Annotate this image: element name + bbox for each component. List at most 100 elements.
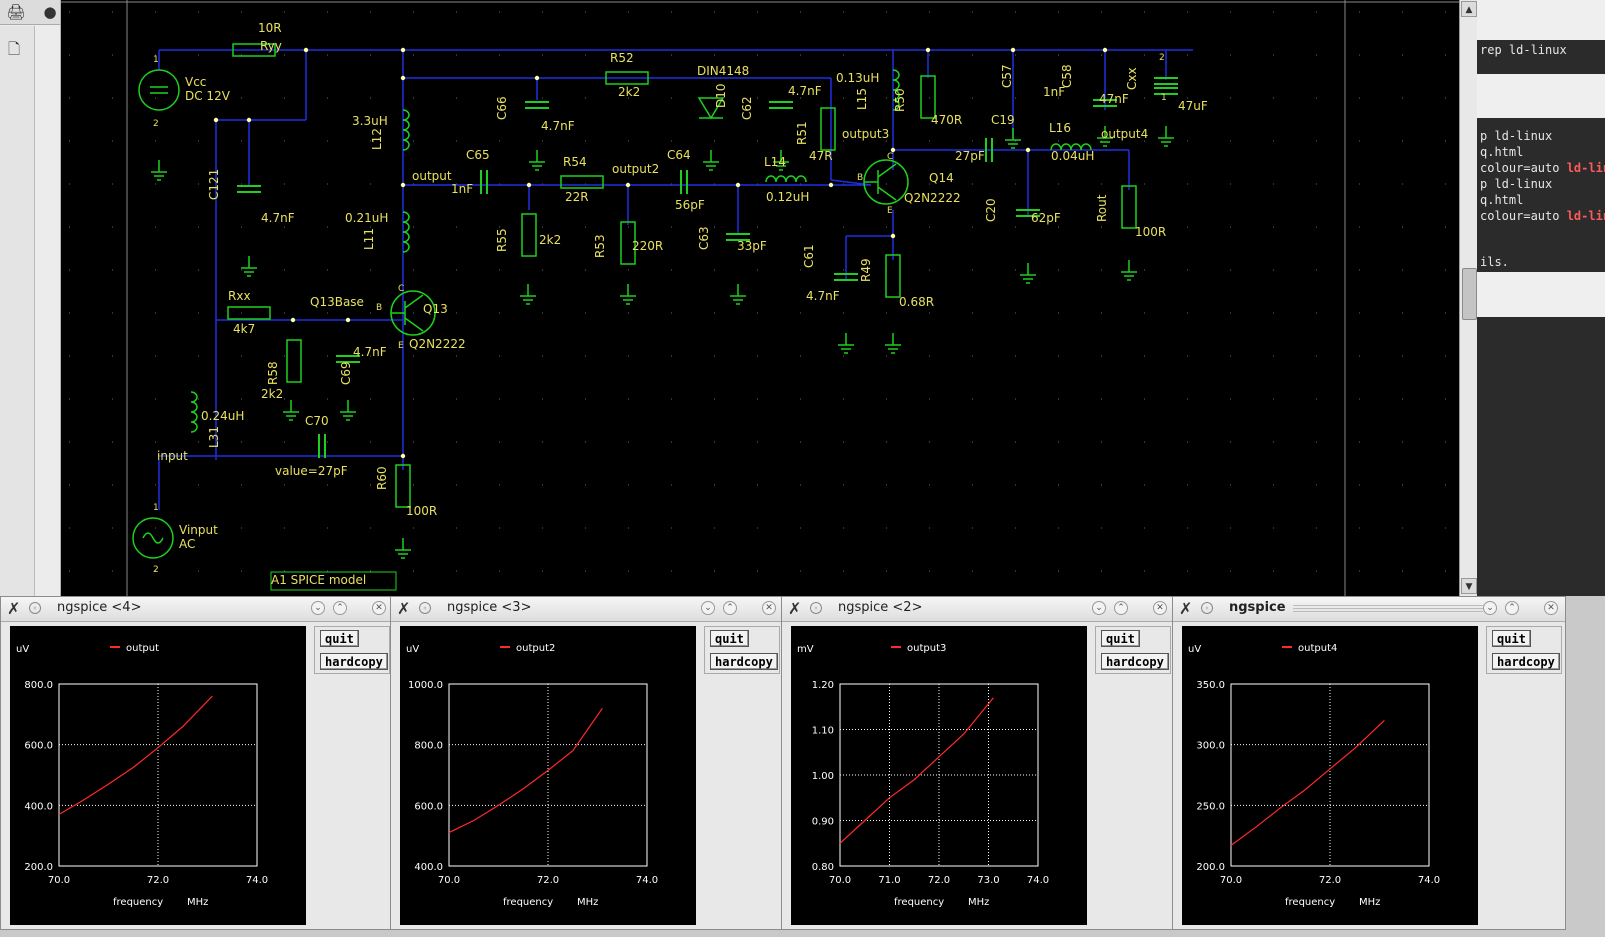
component-label: 62pF [1031,211,1061,225]
resistor-symbol [395,464,411,508]
scroll-down-button[interactable]: ▼ [1461,578,1477,594]
junction-dot [1025,147,1031,153]
terminal-highlight: ld-lin [1566,209,1605,223]
maximize-button[interactable]: ⌃ [333,601,347,615]
minimize-button[interactable]: ⌄ [1483,601,1497,615]
pin-icon[interactable]: ◦ [29,602,41,614]
window-titlebar[interactable]: ✗◦ngspice <2>⌄⌃✕ [782,597,1174,622]
quit-button[interactable]: quit [1101,630,1140,647]
component-label: 1 [153,503,159,513]
terminal-text: rep ld-linux [1480,43,1567,57]
component-label: 0.04uH [1051,149,1094,163]
button-panel [704,626,780,674]
x-window-icon[interactable]: ✗ [1179,599,1193,618]
component-label: D10 [714,83,728,108]
component-label: R49 [859,258,873,282]
component-label: 27pF [955,149,985,163]
resistor-symbol [1121,185,1137,229]
component-label: 4.7nF [541,119,575,133]
y-tick-label: 800.0 [414,741,443,752]
scroll-up-button[interactable]: ▲ [1461,1,1477,17]
ground-symbol [620,284,636,305]
window-titlebar[interactable]: ✗◦ngspice <3>⌄⌃✕ [391,597,783,622]
ground-symbol [395,538,411,559]
minimize-button[interactable]: ⌄ [311,601,325,615]
x-window-icon[interactable]: ✗ [788,599,802,618]
component-label: E [887,206,893,216]
transistor-leads [864,163,897,201]
terminal-highlight: ld-lin [1566,161,1605,175]
hardcopy-button[interactable]: hardcopy [710,653,778,670]
component-label: Vcc [185,75,206,89]
quit-button[interactable]: quit [1492,630,1531,647]
pin-icon[interactable]: ◦ [810,602,822,614]
close-button[interactable]: ✕ [1544,601,1558,615]
ground-symbol [773,150,789,171]
component-label: 4.7nF [788,84,822,98]
terminal-text: p ld-linux [1480,129,1553,143]
junction-dot [526,182,532,188]
terminal-line: p ld-linux [1480,177,1552,191]
hardcopy-button[interactable]: hardcopy [1101,653,1169,670]
maximize-button[interactable]: ⌃ [1114,601,1128,615]
terminal-text: q.html [1480,145,1524,159]
print-icon[interactable]: 🖨 [6,3,26,21]
component-label: output2 [612,162,659,176]
inductor-symbol [1050,143,1092,151]
window-titlebar[interactable]: ✗◦ngspice⌄⌃✕ [1173,597,1565,622]
close-button[interactable]: ✕ [372,601,386,615]
scroll-thumb[interactable] [1462,268,1477,320]
close-button[interactable]: ✕ [762,601,776,615]
resistor-symbol [232,43,276,57]
junction-dot [534,75,540,81]
pages-icon[interactable]: 🗋 [7,40,21,58]
component-label: C57 [1000,64,1014,88]
component-label: 1 [153,55,159,65]
hardcopy-button[interactable]: hardcopy [320,653,388,670]
component-label: R52 [610,51,634,65]
legend-label: output3 [907,643,946,654]
minimize-button[interactable]: ⌄ [701,601,715,615]
minimize-button[interactable]: ⌄ [1092,601,1106,615]
x-window-icon[interactable]: ✗ [7,599,21,618]
pin-icon[interactable]: ◦ [1201,602,1213,614]
x-window-icon[interactable]: ✗ [397,599,411,618]
quit-button[interactable]: quit [710,630,749,647]
maximize-button[interactable]: ⌃ [723,601,737,615]
junction-dot [1010,47,1016,53]
component-label: 100R [1135,225,1166,239]
hardcopy-button[interactable]: hardcopy [1492,653,1560,670]
component-label: C19 [991,113,1015,127]
junction-dot [400,47,406,53]
series-line [839,697,994,844]
button-panel [1486,626,1562,674]
junction-dot [890,147,896,153]
window-titlebar[interactable]: ✗◦ngspice <4>⌄⌃✕ [1,597,393,622]
close-button[interactable]: ✕ [1153,601,1167,615]
component-label: 4.7nF [353,345,387,359]
component-label: C65 [466,148,490,162]
component-label: C121 [207,169,221,200]
x-tick-label: 72.0 [147,875,169,886]
button-panel [1095,626,1171,674]
quit-button[interactable]: quit [320,630,359,647]
maximize-button[interactable]: ⌃ [1505,601,1519,615]
pin-icon[interactable]: ◦ [419,602,431,614]
y-tick-label: 300.0 [1196,741,1225,752]
capacitor-symbol [769,101,793,109]
component-label: 2 [153,565,159,575]
capacitor-symbol [726,233,750,241]
app-icon[interactable]: ● [43,3,57,21]
schematic-vertical-scrollbar[interactable]: ▲ ▼ [1459,0,1478,596]
